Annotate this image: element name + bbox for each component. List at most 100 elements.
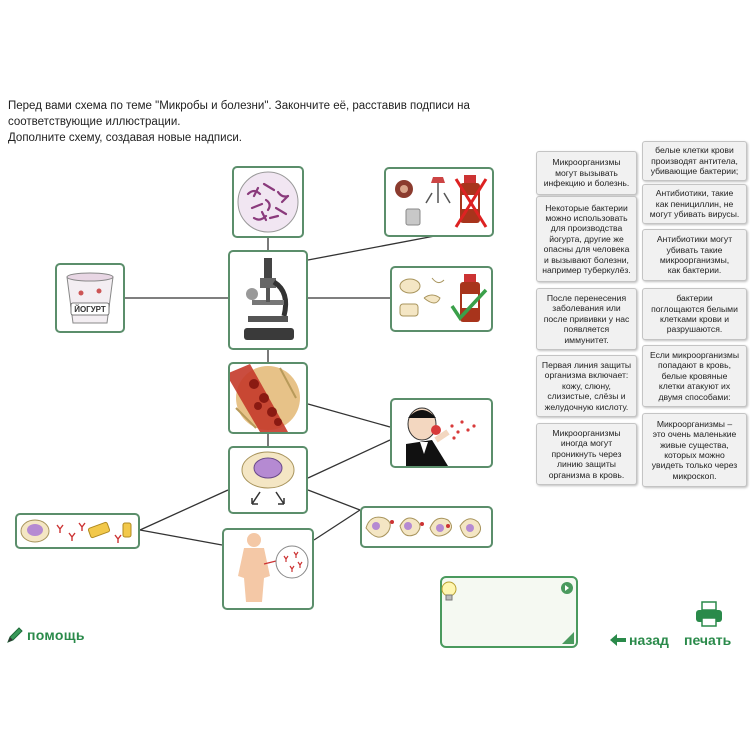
caption-line: организма включает: — [544, 370, 629, 381]
caption-line: йогурта, другие же — [549, 233, 624, 244]
hint-box[interactable] — [440, 576, 578, 648]
blood-vessel-icon — [230, 364, 300, 432]
antibodies-icon — [20, 519, 132, 543]
printer-icon[interactable] — [694, 600, 724, 628]
caption-line: микроскоп. — [672, 470, 717, 481]
caption-line: бактерии — [676, 293, 713, 304]
caption-line: Антибиотики могут — [656, 234, 733, 245]
caption-line: желудочную кислоту. — [544, 401, 629, 412]
caption-line: можно использовать — [545, 212, 628, 223]
caption-line: Микроорганизмы — [552, 157, 621, 168]
caption-line: которых можно — [664, 450, 725, 460]
human-body-icon — [238, 533, 309, 602]
card-antibodies[interactable] — [15, 513, 140, 549]
white-blood-cell-icon — [241, 451, 295, 505]
back-label: назад — [629, 632, 669, 648]
caption-line: иммунитет. — [564, 334, 609, 345]
caption-line: как пенициллин, не — [655, 198, 734, 209]
yogurt-cup-icon: ЙОГУРТ — [66, 272, 114, 324]
caption-line: двумя способами: — [658, 391, 731, 402]
caption-line: микроорганизмы, — [659, 255, 730, 265]
card-bacteria-slide[interactable] — [232, 166, 304, 238]
caption-line: инфекцию и болезнь. — [543, 178, 630, 189]
caption-line: появляется — [563, 324, 610, 335]
caption-line: как бактерии. — [667, 265, 722, 276]
caption-line: организма в кровь. — [548, 469, 625, 480]
phagocytosis-icon — [365, 516, 482, 539]
instructions-line-3: Дополните схему, создавая новые надписи. — [8, 132, 242, 144]
card-antibiotic-bacteria[interactable] — [390, 266, 493, 332]
card-blood-vessel[interactable] — [228, 362, 308, 434]
arrow-right-icon[interactable] — [560, 581, 574, 595]
caption-line: Микроорганизмы – — [656, 418, 733, 429]
caption-line: Если микроорганизмы — [649, 349, 740, 360]
caption-line: белые клетки крови — [655, 145, 734, 156]
resize-corner-icon[interactable] — [562, 632, 574, 644]
card-sneezing-man[interactable] — [390, 398, 493, 468]
caption-line: могут вызывать — [555, 167, 618, 178]
caption-line: заболевания или — [552, 303, 621, 314]
back-arrow-icon — [610, 634, 626, 646]
bacteria-antibiotic-check-icon — [399, 274, 488, 322]
card-white-blood-cell[interactable] — [228, 446, 308, 514]
caption-line: разрушаются. — [666, 324, 723, 335]
instructions-line-1: Перед вами схема по теме "Микробы и боле… — [8, 100, 470, 112]
caption-line: попадают в кровь, — [658, 360, 731, 371]
caption-line: после прививки у нас — [543, 313, 630, 324]
yogurt-label: ЙОГУРТ — [74, 305, 106, 314]
caption-line: увидеть только через — [651, 460, 738, 471]
caption-line: слизистые, слёзы и — [547, 391, 626, 402]
sneezing-man-icon — [406, 407, 476, 466]
card-yogurt[interactable]: ЙОГУРТ — [55, 263, 125, 333]
caption-line: клетки атакуют их — [658, 381, 731, 392]
card-phagocytosis[interactable] — [360, 506, 493, 548]
caption-line: для производства — [550, 223, 623, 234]
caption-line: например туберкулёз. — [542, 265, 631, 276]
caption-line: После перенесения — [546, 292, 627, 303]
bacteria-slide-icon — [237, 171, 299, 233]
caption-line: и вызывают болезни, — [544, 254, 629, 265]
caption-line: иногда могут — [560, 438, 613, 449]
caption-line: клетками крови и — [660, 314, 729, 324]
caption-line: Некоторые бактерии — [545, 202, 628, 213]
caption-line: Микроорганизмы — [552, 427, 621, 438]
card-virus-antibiotic-no[interactable] — [384, 167, 494, 237]
virus-antibiotic-crossed-icon — [395, 175, 488, 228]
back-button[interactable]: назад — [610, 632, 669, 648]
caption-line: Антибиотики, такие — [655, 188, 734, 199]
lightbulb-icon — [441, 581, 457, 601]
print-button[interactable]: печать — [684, 632, 732, 648]
card-human-body[interactable] — [222, 528, 314, 610]
microscope-icon — [244, 258, 294, 340]
caption-line: убивающие бактерии; — [650, 166, 739, 177]
caption-line: кожу, слюну, — [562, 380, 611, 391]
caption-line: белые кровяные — [661, 370, 728, 381]
instructions: Перед вами схема по теме "Микробы и боле… — [8, 98, 528, 146]
caption-line: производят антитела, — [651, 155, 738, 166]
card-microscope[interactable] — [228, 250, 308, 350]
help-label: помощь — [27, 627, 85, 643]
help-button[interactable]: помощь — [6, 626, 85, 644]
pencil-icon — [7, 627, 23, 643]
caption-line: поглощаются белыми — [651, 303, 738, 314]
caption-line: это очень маленькие — [652, 429, 737, 440]
caption-line: опасны для человека — [543, 244, 630, 255]
caption-line: живые существа, — [660, 439, 729, 450]
caption-line: убивать такие — [666, 244, 723, 255]
caption-line: Первая линия защиты — [541, 359, 632, 370]
caption-line: проникнуть через — [551, 448, 622, 459]
caption-line: могут убивать вирусы. — [649, 209, 740, 220]
instructions-line-2: соответствующие иллюстрации. — [8, 116, 181, 128]
